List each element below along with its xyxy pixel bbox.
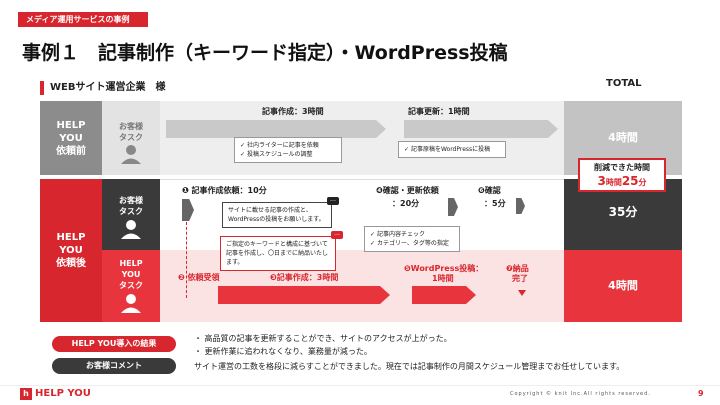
logo-icon: h: [20, 388, 32, 400]
hy-reply-box: ご指定のキーワードと構成に基づいて 記事を作成し、〇日までに納品いたし ます。: [220, 236, 336, 271]
before-step1-box: ✓ 社内ライターに記事を依頼 ✓ 投稿スケジュールの調整: [234, 137, 342, 163]
before-timeline: [160, 101, 564, 175]
after-step4-marker: [448, 198, 458, 216]
after-client-task-cell: お客様 タスク: [102, 179, 160, 250]
after-step3-label: ❸記事作成：3時間: [270, 273, 339, 282]
footer-divider: [0, 385, 720, 386]
after-step7-sub: 完了: [512, 274, 528, 283]
before-arrow-1: [166, 120, 386, 138]
after-step5-time: 1時間: [432, 274, 454, 283]
after-step6-time: ：5分: [484, 199, 506, 208]
customer-comment: サイト運営の工数を格段に減らすことができました。現在では記事制作の月間スケジュー…: [194, 362, 625, 371]
result-bullet: ・ 高品質の記事を更新することができ、サイトのアクセスが上がった。: [194, 334, 452, 343]
after-step1-label: ❶ 記事作成依頼：10分: [182, 186, 267, 195]
after-step6-marker: [516, 198, 525, 214]
speech-dots-icon: …: [327, 197, 339, 205]
after-hy-task-label: HELP YOU タスク: [119, 259, 143, 290]
after-step4-time: ：20分: [392, 199, 420, 208]
before-step2-box: ✓ 記事原稿をWordPressに投稿: [398, 141, 506, 158]
client-request-box: サイトに載せる記事の作成と、 WordPressの投稿をお願いします。: [222, 202, 332, 228]
result-bullet: ・ 更新作業に追われなくなり、業務量が減った。: [194, 347, 372, 356]
staff-icon: [121, 294, 141, 313]
before-step2-label: 記事更新：1時間: [408, 107, 470, 116]
after-hy-task-cell: HELP YOU タスク: [102, 250, 160, 322]
after-step1-marker: [182, 199, 194, 221]
savings-badge: 削減できた時間 3時間25分: [578, 158, 666, 192]
step4-check-box: ✓ 記事内容チェック ✓ カテゴリー、タグ等の指定: [364, 226, 460, 252]
after-hy-total: 4時間: [564, 250, 682, 322]
person-icon: [121, 220, 141, 239]
client-name: WEBサイト運営企業 様: [50, 82, 166, 93]
before-step1-label: 記事作成：3時間: [262, 107, 324, 116]
client-accent-bar: [40, 81, 44, 95]
person-icon: [121, 145, 141, 164]
hy-arrow-writing: [218, 286, 390, 304]
footer-copyright: Copyright © knit Inc.All rights reserved…: [510, 391, 651, 397]
hy-arrow-posting: [412, 286, 476, 304]
footer-logo: HELP YOU: [35, 388, 91, 399]
after-step2-label: ❷ 依頼受領: [178, 273, 220, 282]
speech-dots-icon: …: [331, 231, 343, 239]
after-step5-label: ❺WordPress投稿：: [404, 264, 484, 273]
row-label-after: HELP YOU 依頼後: [40, 179, 102, 322]
after-client-task-label: お客様 タスク: [119, 196, 143, 216]
after-step4-label: ❹確認・更新依頼: [376, 186, 439, 195]
before-arrow-2: [404, 120, 558, 138]
comment-pill: お客様コメント: [52, 358, 176, 374]
before-task-label: お客様 タスク: [119, 122, 143, 142]
dashed-connector: [186, 222, 187, 298]
before-task-cell: お客様 タスク: [102, 101, 160, 175]
page-title: 事例１ 記事制作（キーワード指定）・WordPress投稿: [22, 42, 508, 64]
section-tag: メディア運用サービスの事例: [18, 12, 148, 27]
after-step6-label: ❻確認: [478, 186, 501, 195]
total-header: TOTAL: [606, 78, 642, 89]
delivery-marker: [518, 290, 526, 296]
result-pill: HELP YOU導入の結果: [52, 336, 176, 352]
after-step7-label: ❼納品: [506, 264, 529, 273]
row-label-before: HELP YOU 依頼前: [40, 101, 102, 175]
page-number: 9: [698, 389, 704, 398]
